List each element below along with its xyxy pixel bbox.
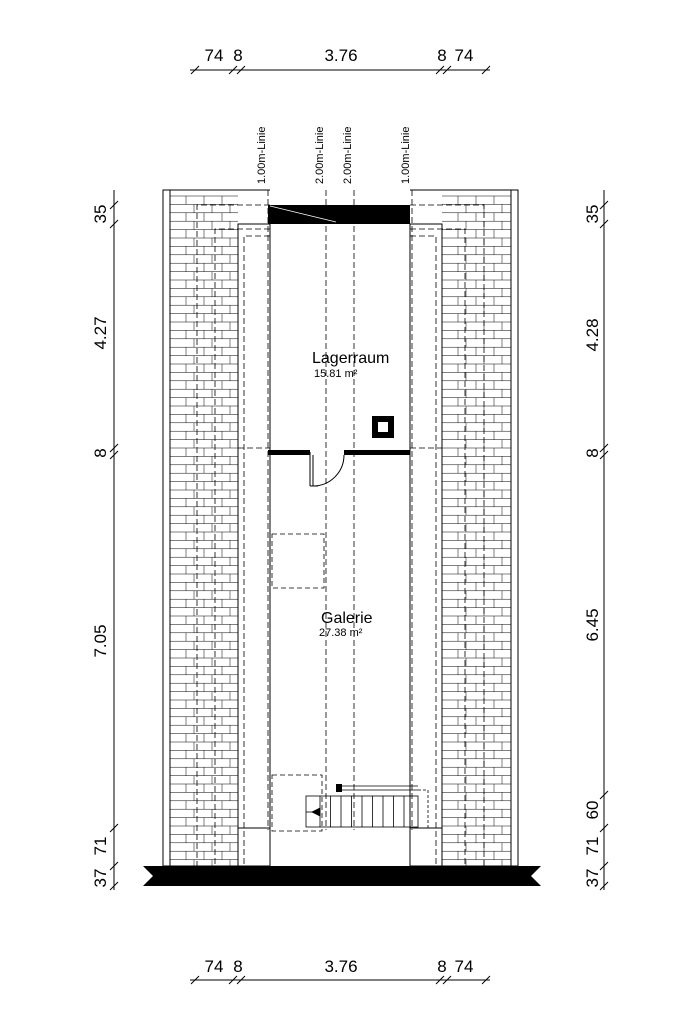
dimension-chain-top: 74 8 3.76 8 74 — [190, 46, 491, 75]
room-area: 27.38 m² — [319, 627, 363, 639]
dimension-label: 71 — [583, 837, 602, 856]
height-line-label: 1.00m-Linie — [400, 127, 412, 184]
partition-wall — [268, 450, 410, 455]
dimension-label: 8 — [91, 448, 110, 457]
dimension-label: 8 — [583, 448, 602, 457]
height-line-labels: 1.00m-Linie 2.00m-Linie 2.00m-Linie 1.00… — [256, 127, 412, 184]
height-line-markers — [267, 190, 413, 830]
dimension-label: 37 — [583, 869, 602, 888]
room-name: Galerie — [321, 610, 373, 627]
dimension-label: 3.76 — [324, 46, 357, 65]
door — [309, 452, 345, 487]
dimension-label: 35 — [91, 205, 110, 224]
dimension-label: 8 — [233, 957, 242, 976]
dimension-chain-left: 35 4.27 8 7.05 37 71 — [91, 190, 119, 891]
stair-opening — [271, 774, 429, 832]
dimension-label: 3.76 — [324, 957, 357, 976]
dimension-label: 74 — [205, 46, 224, 65]
dimension-label: 74 — [455, 46, 474, 65]
roof-tiles-right — [442, 195, 511, 868]
dimension-label: 4.28 — [583, 318, 602, 351]
height-line-label: 2.00m-Linie — [314, 127, 326, 184]
dimension-label: 74 — [455, 957, 474, 976]
dimension-label: 6.45 — [583, 608, 602, 641]
dimension-label: 8 — [437, 957, 446, 976]
dashed-outlines — [196, 204, 485, 866]
stair-steps — [319, 796, 405, 827]
dimension-label: 4.27 — [91, 316, 110, 349]
room-galerie: Galerie 27.38 m² — [319, 610, 373, 639]
dimension-chain-bottom: 74 8 3.76 8 74 — [190, 957, 491, 985]
room-name: Lagerraum — [312, 350, 389, 367]
room-area: 15.81 m² — [314, 368, 358, 380]
dimension-label: 7.05 — [91, 624, 110, 657]
dimension-label: 74 — [205, 957, 224, 976]
dimension-label: 71 — [91, 837, 110, 856]
chimney — [372, 416, 394, 438]
height-line-label: 1.00m-Linie — [256, 127, 268, 184]
dimension-label: 8 — [437, 46, 446, 65]
dimension-chain-right: 35 4.28 8 6.45 60 37 71 — [583, 190, 609, 891]
dimension-label: 35 — [583, 205, 602, 224]
skylight-dashed — [271, 533, 325, 589]
knee-wall-lines — [237, 223, 443, 867]
height-line-label: 2.00m-Linie — [342, 127, 354, 184]
stair-post — [336, 784, 342, 792]
gable-wall-top — [268, 205, 410, 224]
floor-slab — [143, 866, 541, 886]
dimension-label: 37 — [91, 869, 110, 888]
dimension-label: 60 — [583, 801, 602, 820]
dimension-label: 8 — [233, 46, 242, 65]
room-lagerraum: Lagerraum 15.81 m² — [312, 350, 389, 380]
roof-tiles-left — [170, 195, 238, 868]
